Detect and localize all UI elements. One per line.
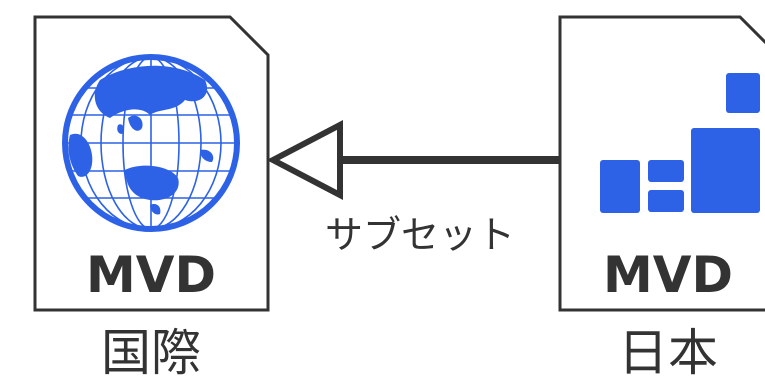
left-document-title: MVD bbox=[86, 246, 216, 304]
left-document: MVD bbox=[33, 15, 270, 312]
left-document-caption: 国際 bbox=[101, 324, 201, 377]
blocks-icon bbox=[600, 73, 760, 213]
globe-icon bbox=[62, 54, 240, 232]
right-document: MVD bbox=[558, 15, 765, 312]
subset-arrow bbox=[266, 120, 560, 200]
right-document-title: MVD bbox=[603, 246, 733, 304]
subset-label: サブセット bbox=[325, 213, 515, 257]
right-document-caption: 日本 bbox=[618, 324, 718, 377]
